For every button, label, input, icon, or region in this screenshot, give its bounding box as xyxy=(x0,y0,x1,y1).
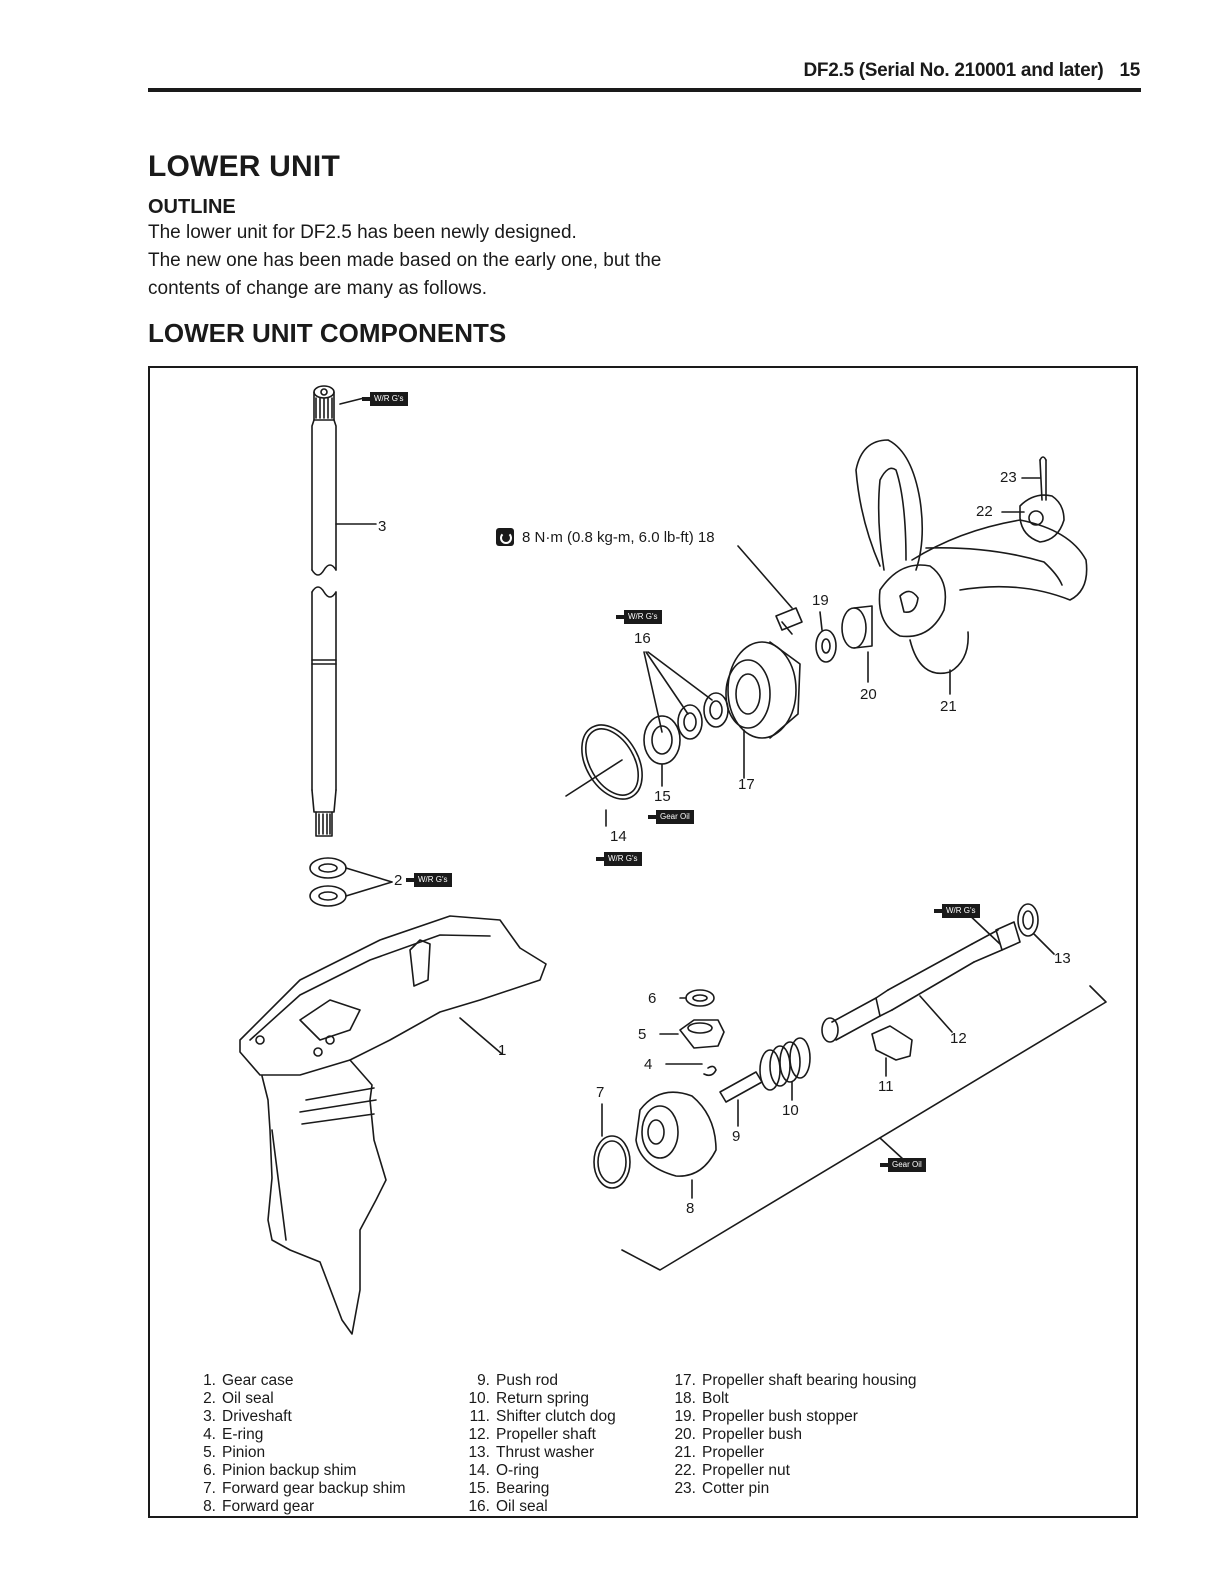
legend-item: 6.Pinion backup shim xyxy=(203,1462,357,1479)
callout-9: 9 xyxy=(732,1128,741,1145)
callout-12: 12 xyxy=(950,1030,967,1047)
outline-heading: OUTLINE xyxy=(148,196,236,218)
components-title: LOWER UNIT COMPONENTS xyxy=(148,318,507,348)
propeller-bush-drawing xyxy=(841,605,873,683)
section-title: LOWER UNIT xyxy=(148,150,340,183)
callout-15: 15 xyxy=(654,788,671,805)
header-rule xyxy=(148,88,1141,92)
callout-4: 4 xyxy=(644,1056,653,1073)
oil-seal-drawing xyxy=(309,857,393,907)
legend-item: 7.Forward gear backup shim xyxy=(203,1480,406,1497)
running-title: DF2.5 (Serial No. 210001 and later) xyxy=(803,60,1104,81)
callout-6: 6 xyxy=(648,990,657,1007)
grease-tag: W/R G's xyxy=(406,873,452,887)
propeller-drawing xyxy=(855,439,1088,695)
legend-item: 19.Propeller bush stopper xyxy=(674,1408,858,1425)
exploded-diagram-frame xyxy=(148,366,1138,1518)
paragraph-line: contents of change are many as follows. xyxy=(148,278,488,299)
cotter-pin-drawing xyxy=(1021,456,1047,501)
page-number: 15 xyxy=(1119,60,1140,81)
driveshaft-drawing xyxy=(311,385,337,837)
callout-13: 13 xyxy=(1054,950,1071,967)
torque-spec-text: 8 N·m (0.8 kg-m, 6.0 lb-ft) 18 xyxy=(522,528,715,546)
legend-item: 21.Propeller xyxy=(674,1444,765,1461)
callout-11: 11 xyxy=(878,1078,894,1095)
legend-item: 9.Push rod xyxy=(477,1372,559,1389)
callout-20: 20 xyxy=(860,686,877,703)
callout-3: 3 xyxy=(378,518,387,535)
legend-item: 23.Cotter pin xyxy=(674,1480,770,1497)
legend-item: 17.Propeller shaft bearing housing xyxy=(674,1372,917,1389)
push-rod-drawing xyxy=(719,1071,763,1127)
callout-1: 1 xyxy=(498,1042,507,1059)
legend-item: 4.E-ring xyxy=(203,1426,264,1443)
bearing-housing-drawing xyxy=(725,641,801,779)
legend-item: 3.Driveshaft xyxy=(203,1408,292,1425)
parts-legend-col1: 1.Gear case 2.Oil seal 3.Driveshaft 4.E-… xyxy=(198,1372,406,1516)
legend-item: 16.Oil seal xyxy=(468,1498,548,1515)
callout-17: 17 xyxy=(738,776,755,793)
gear-oil-tag: Gear Oil xyxy=(880,1158,926,1172)
gear-case-drawing xyxy=(239,915,547,1335)
callout-23: 23 xyxy=(1000,469,1017,486)
clutch-dog-drawing xyxy=(871,1025,913,1077)
paragraph-line: The lower unit for DF2.5 has been newly … xyxy=(148,222,577,243)
forward-gear-drawing xyxy=(635,1091,717,1199)
legend-item: 8.Forward gear xyxy=(203,1498,315,1515)
callout-8: 8 xyxy=(686,1200,695,1217)
shim-drawing xyxy=(593,1103,631,1189)
callout-16: 16 xyxy=(634,630,651,647)
legend-item: 5.Pinion xyxy=(203,1444,266,1461)
callout-7: 7 xyxy=(596,1084,605,1101)
legend-item: 20.Propeller bush xyxy=(674,1426,802,1443)
bearing-drawing xyxy=(643,715,681,787)
legend-item: 22.Propeller nut xyxy=(674,1462,790,1479)
legend-item: 2.Oil seal xyxy=(203,1390,274,1407)
bush-stopper-drawing xyxy=(815,611,837,663)
oil-seal-16-drawing xyxy=(643,651,729,740)
legend-item: 12.Propeller shaft xyxy=(468,1426,596,1443)
parts-legend-col2: 9.Push rod 10.Return spring 11.Shifter c… xyxy=(466,1372,616,1516)
callout-10: 10 xyxy=(782,1102,799,1119)
propeller-nut-drawing xyxy=(1001,494,1065,543)
pinion-drawing xyxy=(659,989,725,1077)
legend-item: 14.O-ring xyxy=(468,1462,540,1479)
legend-item: 10.Return spring xyxy=(468,1390,590,1407)
parts-legend-col3: 17.Propeller shaft bearing housing 18.Bo… xyxy=(672,1372,917,1498)
bolt-drawing xyxy=(737,545,803,635)
propeller-shaft-drawing xyxy=(821,921,1021,1043)
callout-22: 22 xyxy=(976,503,993,520)
running-header: DF2.5 (Serial No. 210001 and later) 15 xyxy=(803,60,1140,82)
legend-item: 13.Thrust washer xyxy=(468,1444,595,1461)
thrust-washer-drawing xyxy=(1017,903,1055,955)
legend-item: 15.Bearing xyxy=(468,1480,550,1497)
legend-item: 18.Bolt xyxy=(674,1390,729,1407)
legend-item: 11.Shifter clutch dog xyxy=(469,1408,616,1425)
grease-tag: W/R G's xyxy=(596,852,642,866)
torque-wrench-icon xyxy=(496,528,514,546)
callout-19: 19 xyxy=(812,592,829,609)
grease-tag: W/R G's xyxy=(362,392,408,406)
callout-5: 5 xyxy=(638,1026,647,1043)
paragraph-line: The new one has been made based on the e… xyxy=(148,250,662,271)
callout-21: 21 xyxy=(940,698,957,715)
outline-paragraph: The lower unit for DF2.5 has been newly … xyxy=(148,219,768,303)
grease-tag: W/R G's xyxy=(934,904,980,918)
o-ring-drawing xyxy=(565,724,643,827)
callout-14: 14 xyxy=(610,828,627,845)
return-spring-drawing xyxy=(759,1037,811,1101)
torque-spec: 8 N·m (0.8 kg-m, 6.0 lb-ft) 18 xyxy=(496,528,715,546)
callout-2: 2 xyxy=(394,872,403,889)
grease-tag: W/R G's xyxy=(616,610,662,624)
legend-item: 1.Gear case xyxy=(203,1372,294,1389)
gear-oil-tag: Gear Oil xyxy=(648,810,694,824)
